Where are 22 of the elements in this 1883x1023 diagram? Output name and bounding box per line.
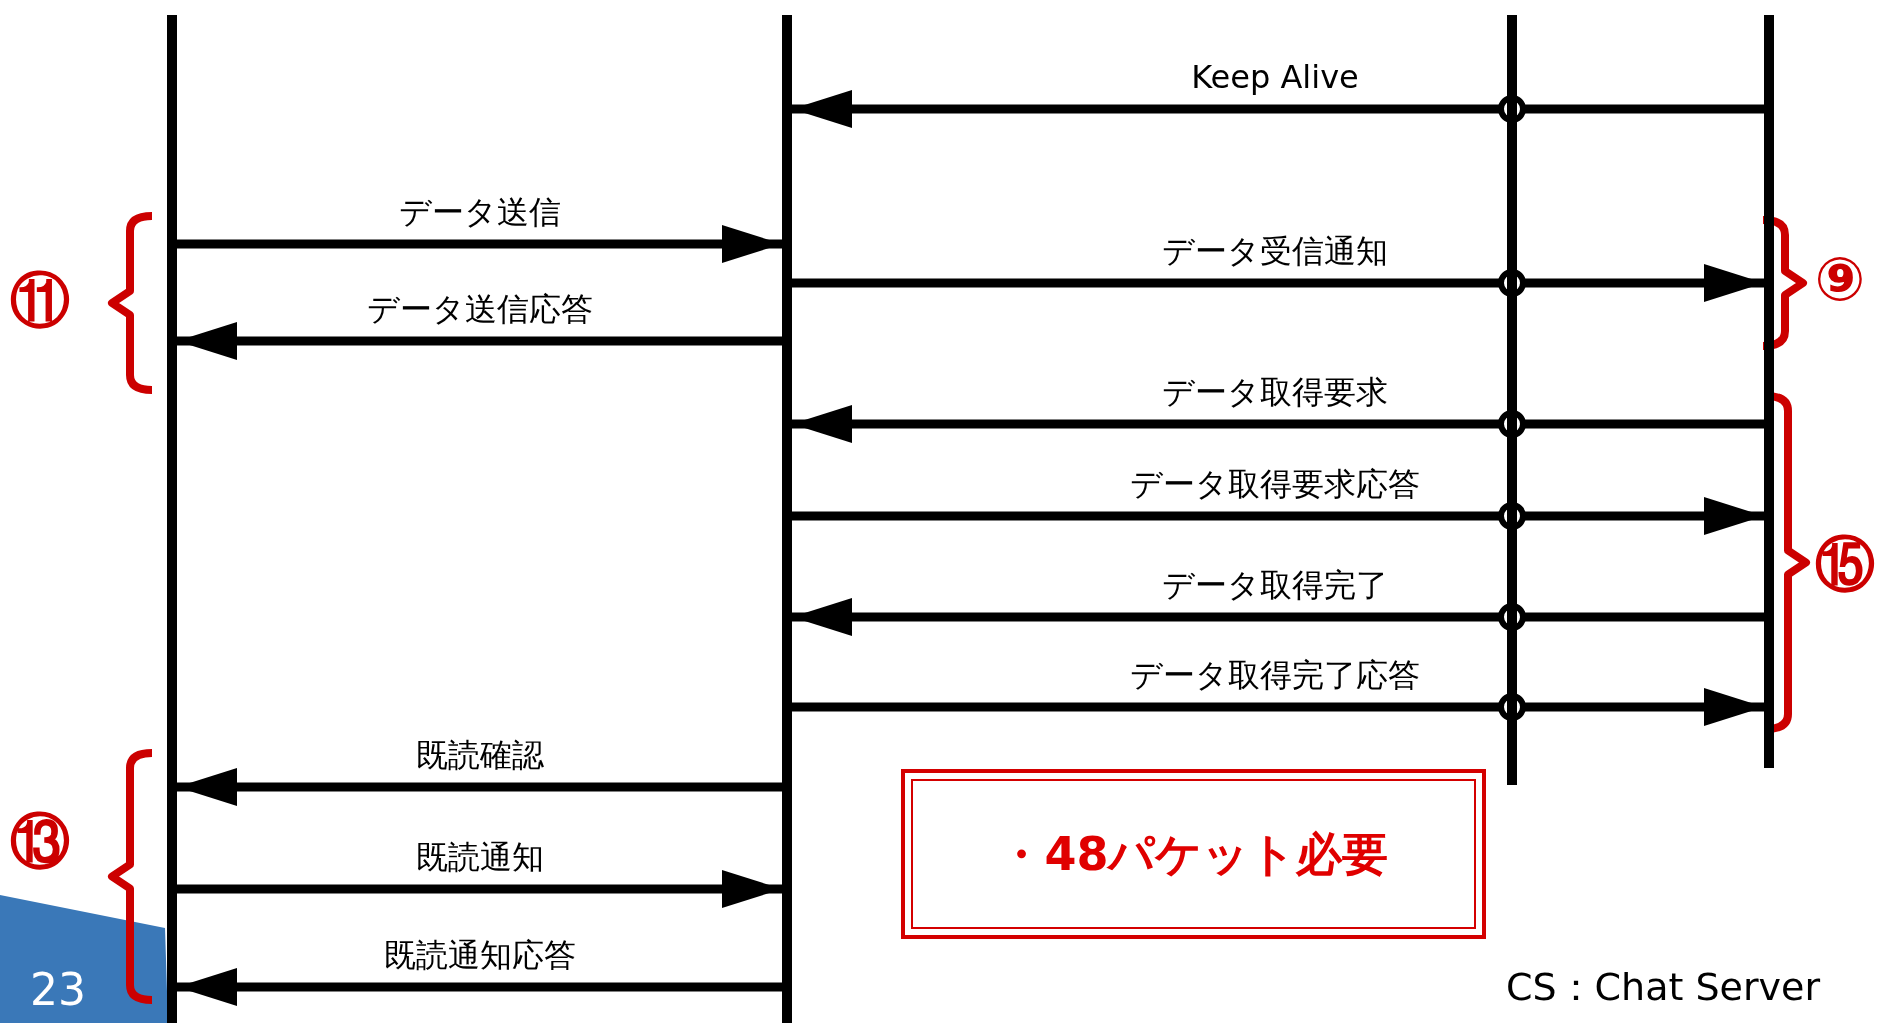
message-arrow [177, 768, 782, 806]
callout-number: ⑪ [10, 268, 70, 332]
lifeline [1507, 15, 1517, 785]
callout-number: ⑬ [10, 809, 70, 873]
lifeline [782, 15, 792, 1023]
message-arrow [792, 598, 1764, 636]
note-text: ・48パケット必要 [998, 825, 1389, 883]
callout-number: ⑨ [1814, 247, 1866, 311]
lifeline [1764, 15, 1774, 768]
message-arrow [792, 405, 1764, 443]
message-arrow [792, 688, 1764, 726]
message-arrow [177, 225, 782, 263]
callout-number: ⑮ [1815, 532, 1875, 596]
message-arrow [792, 264, 1764, 302]
message-arrow [792, 90, 1764, 128]
message-arrow [177, 322, 782, 360]
message-arrow [792, 497, 1764, 535]
note-box [901, 769, 1486, 939]
page-number: 23 [30, 966, 86, 1014]
message-arrow [177, 968, 782, 1006]
footnote: CS：Chat Server [1505, 966, 1821, 1008]
lifeline [167, 15, 177, 1023]
